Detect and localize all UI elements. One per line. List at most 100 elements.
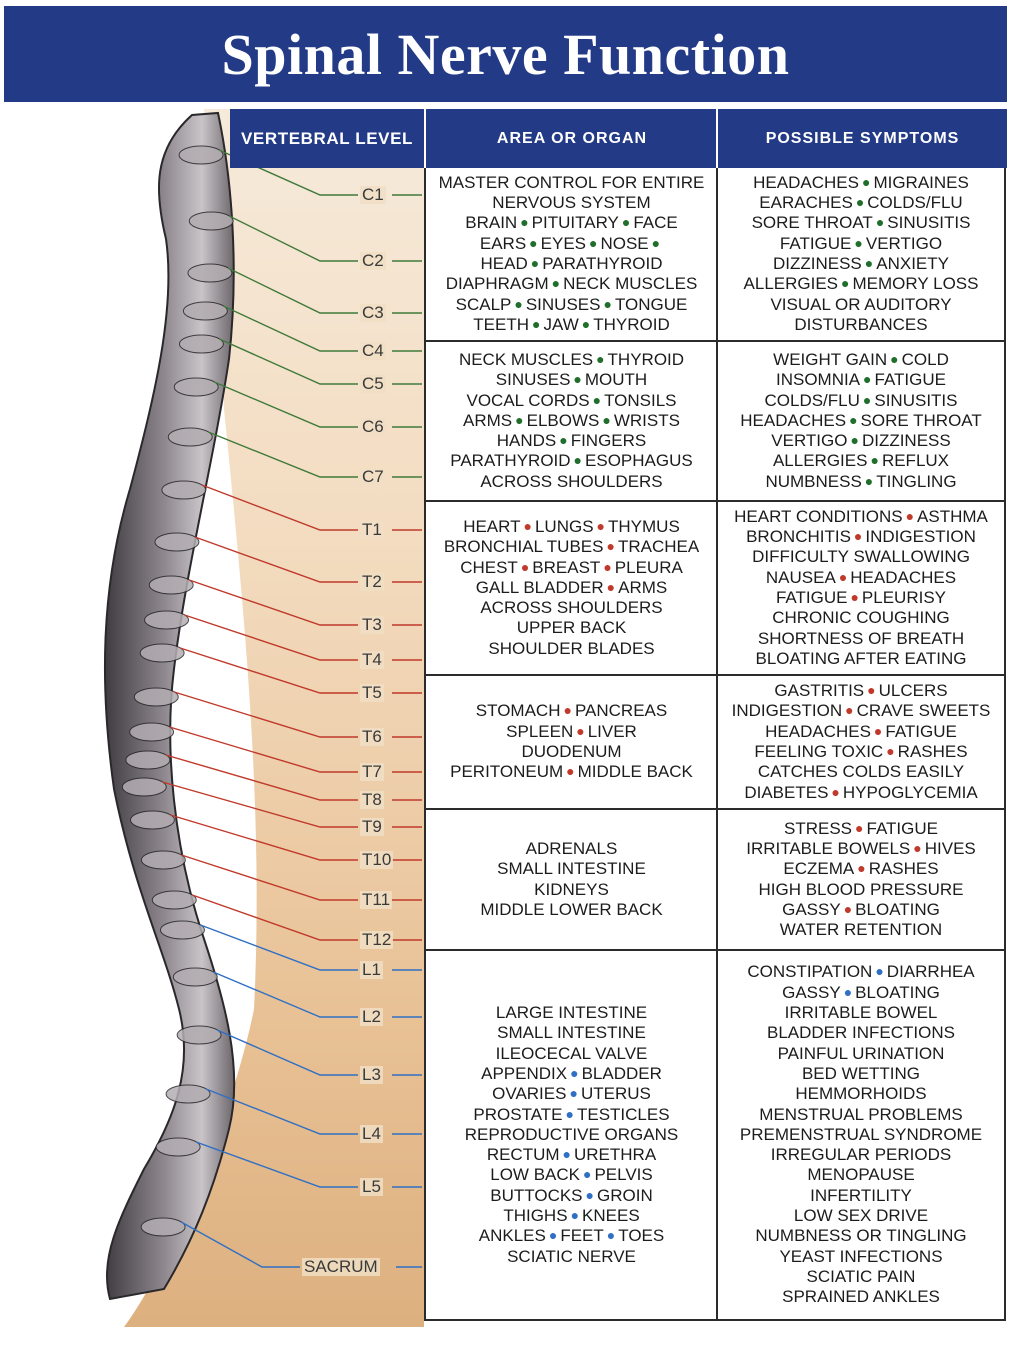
area-term: SCIATIC NERVE (507, 1246, 636, 1266)
separator-dot-icon: ● (867, 682, 876, 699)
symptom-line: VISUAL OR AUDITORY (770, 295, 951, 315)
symptom-line: IRRITABLE BOWELS●HIVES (746, 839, 976, 859)
separator-dot-icon: ● (838, 568, 848, 585)
symptom-line: NUMBNESS●TINGLING (765, 472, 956, 492)
area-term: NOSE (600, 233, 649, 253)
separator-dot-icon: ● (831, 783, 840, 800)
symptom-line: SPRAINED ANKLES (782, 1287, 940, 1307)
vertebra-c6 (173, 377, 219, 397)
separator-dot-icon: ● (845, 702, 854, 719)
separator-dot-icon: ● (515, 411, 524, 428)
area-term: GALL BLADDER (475, 577, 604, 597)
symptom-term: WATER RETENTION (779, 920, 943, 940)
symptom-term: VISUAL OR AUDITORY (770, 294, 952, 314)
symptom-term: BRONCHITIS (746, 527, 851, 547)
symptom-term: INSOMNIA (775, 370, 861, 390)
area-term: KIDNEYS (534, 879, 609, 899)
area-term: PLEURA (614, 557, 683, 577)
separator-dot-icon: ● (873, 722, 883, 739)
symptom-term: SHORTNESS OF BREATH (757, 628, 965, 648)
symptom-line: FATIGUE●VERTIGO (780, 234, 942, 254)
area-line: PERITONEUM●MIDDLE BACK (450, 762, 693, 782)
symptom-line: STRESS●FATIGUE (784, 819, 938, 839)
symptom-line: HIGH BLOOD PRESSURE (759, 880, 964, 900)
separator-dot-icon: ● (581, 315, 591, 332)
separator-dot-icon: ● (589, 234, 598, 251)
symptom-term: FATIGUE (885, 721, 957, 741)
separator-dot-icon: ● (569, 1085, 578, 1102)
symptom-term: EARACHES (759, 193, 853, 213)
separator-dot-icon: ● (861, 173, 871, 190)
area-line: RECTUM●URETHRA (487, 1145, 656, 1165)
level-label-l5: L5 (360, 1177, 383, 1196)
lead-line-t7 (169, 726, 358, 773)
separator-dot-icon: ● (875, 214, 885, 231)
area-term: TESTICLES (576, 1104, 670, 1124)
separator-dot-icon: ● (850, 432, 859, 449)
symptom-line: DISTURBANCES (794, 315, 927, 335)
area-line: REPRODUCTIVE ORGANS (465, 1125, 678, 1145)
area-line: DUODENUM (521, 742, 621, 762)
area-line: OVARIES●UTERUS (492, 1084, 651, 1104)
area-term: THYROID (607, 349, 685, 369)
area-term: JAW (543, 314, 579, 334)
area-term: NECK MUSCLES (458, 349, 594, 369)
spine-illustration (4, 109, 424, 1327)
symptom-line: BED WETTING (802, 1064, 920, 1084)
symptom-term: PLEURISY (861, 588, 947, 607)
lead-line-l1 (200, 924, 358, 971)
area-term: APPENDIX (481, 1063, 568, 1083)
lead-line-c7 (207, 431, 358, 478)
area-line: NERVOUS SYSTEM (492, 193, 650, 213)
area-term: FINGERS (570, 431, 647, 451)
area-term: ACROSS SHOULDERS (480, 598, 663, 618)
area-term: HEAD (480, 254, 528, 273)
separator-dot-icon: ● (606, 578, 616, 595)
symptom-line: CONSTIPATION●DIARRHEA (747, 962, 974, 982)
separator-dot-icon: ● (843, 983, 853, 1000)
area-term: PELVIS (594, 1165, 653, 1185)
separator-dot-icon: ● (864, 472, 874, 489)
symptom-line: INFERTILITY (810, 1186, 912, 1206)
symptom-term: GASTRITIS (774, 681, 865, 701)
area-line: SHOULDER BLADES (488, 639, 654, 659)
area-line: NECK MUSCLES●THYROID (459, 350, 684, 370)
separator-dot-icon: ● (596, 350, 605, 367)
symptom-term: COLD (901, 349, 949, 369)
separator-dot-icon: ● (850, 589, 859, 605)
symptom-term: MENOPAUSE (807, 1165, 915, 1185)
area-term: TEETH (473, 314, 530, 334)
symptom-line: BRONCHITIS●INDIGESTION (746, 527, 976, 547)
area-line: SCIATIC NERVE (507, 1247, 636, 1267)
lead-line-t4 (184, 614, 358, 661)
separator-dot-icon: ● (603, 558, 612, 575)
symptom-term: SINUSITIS (887, 213, 971, 233)
lead-line-l5 (195, 1141, 358, 1188)
symptom-line: FEELING TOXIC●RASHES (754, 742, 967, 762)
level-label-t1: T1 (360, 520, 384, 539)
vertebra-t4 (144, 610, 190, 630)
symptom-line: ALLERGIES●MEMORY LOSS (744, 274, 979, 294)
area-term: PARATHYROID (450, 451, 571, 471)
area-term: SMALL INTESTINE (497, 859, 646, 879)
page-title: Spinal Nerve Function (221, 21, 790, 87)
level-label-c3: C3 (360, 303, 386, 322)
vertebra-l2 (172, 967, 218, 987)
separator-dot-icon: ● (570, 1207, 580, 1224)
level-label-t10: T10 (360, 850, 394, 869)
area-line: PROSTATE●TESTICLES (473, 1105, 669, 1125)
area-term: STOMACH (475, 701, 561, 721)
symptom-line: PREMENSTRUAL SYNDROME (740, 1125, 982, 1145)
title-banner: Spinal Nerve Function (4, 6, 1007, 102)
vertebra-t7 (129, 722, 175, 742)
separator-dot-icon: ● (523, 517, 532, 534)
separator-dot-icon: ● (854, 234, 863, 251)
symptom-term: DIZZINESS (861, 431, 951, 451)
area-term: PERITONEUM (450, 762, 564, 782)
lead-line-t5 (179, 647, 358, 694)
symptom-term: STRESS (784, 818, 853, 838)
symptom-line: BLADDER INFECTIONS (767, 1023, 955, 1043)
symptom-term: IRRITABLE BOWEL (784, 1003, 938, 1023)
